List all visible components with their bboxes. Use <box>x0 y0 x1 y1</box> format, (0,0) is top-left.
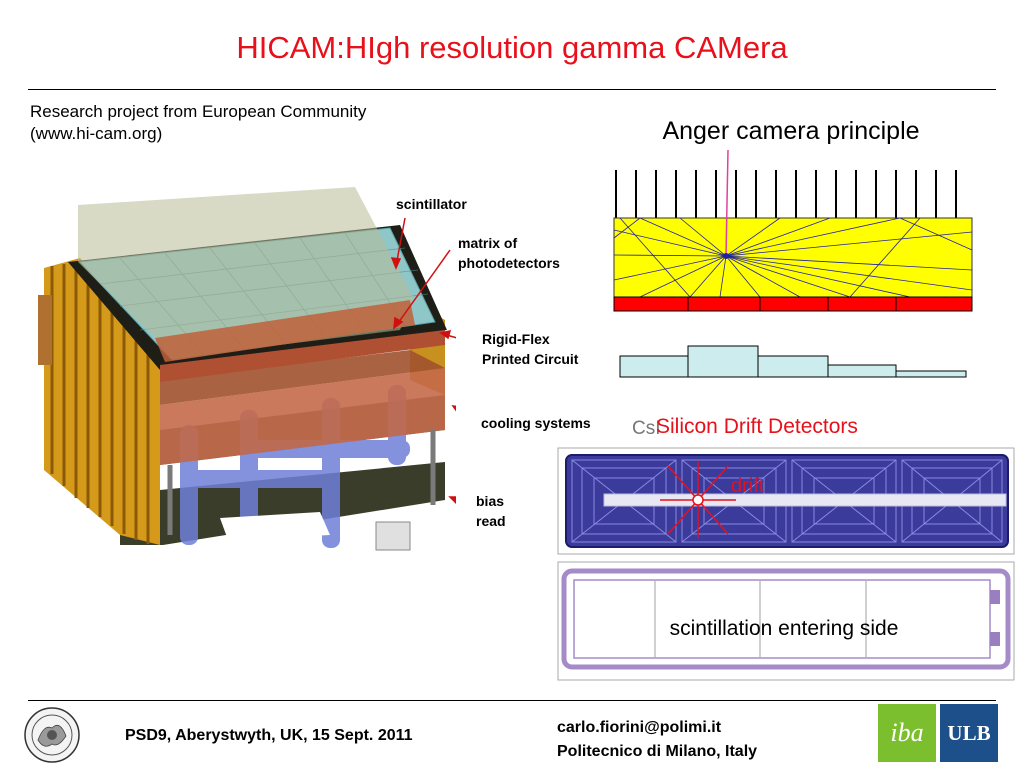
rigid-flex-board <box>160 330 445 382</box>
camera-base-shadow <box>120 462 445 545</box>
polimi-seal-icon <box>24 707 80 763</box>
anger-title: Anger camera principle <box>662 117 920 145</box>
gamma-ray <box>725 149 729 257</box>
collimator <box>615 170 957 218</box>
label-flex-line-2: Printed Circuit <box>482 351 579 367</box>
signal-histogram <box>619 345 967 378</box>
support-rods <box>167 430 436 535</box>
sdd-ghost-label: CsI <box>632 418 661 439</box>
top-divider <box>28 89 996 90</box>
label-matrix: matrix of photodetectors <box>458 233 560 273</box>
connector <box>375 521 411 551</box>
label-matrix-line-2: photodetectors <box>458 255 560 271</box>
slide-title: HICAM:HIgh resolution gamma CAMera <box>236 30 788 65</box>
photodetector-row <box>613 296 973 312</box>
readout-strip <box>603 493 1007 507</box>
anode-icon <box>692 494 704 506</box>
contact-email: carlo.fiorini@polimi.it <box>557 719 722 736</box>
scintillation-side-label: scintillation entering side <box>669 617 899 640</box>
ulb-logo: ULB <box>940 704 998 762</box>
annotation-arrows <box>390 217 456 505</box>
sdd-title: Silicon Drift Detectors <box>656 415 858 438</box>
conference-info: PSD9, Aberystwyth, UK, 15 Sept. 2011 <box>125 727 413 744</box>
label-bias-line-2: read <box>476 513 506 529</box>
contact-info: carlo.fiorini@polimi.it Politecnico di M… <box>557 716 757 764</box>
drift-arrows <box>660 462 736 538</box>
label-bias-line-1: bias <box>476 493 505 509</box>
project-subtitle: Research project from European Community… <box>30 101 366 145</box>
label-matrix-line-1: matrix of <box>458 235 518 251</box>
cooling-block <box>160 368 445 465</box>
light-rays <box>613 217 973 298</box>
subtitle-line-2: (www.hi-cam.org) <box>30 124 163 143</box>
drift-label: drift <box>731 475 765 497</box>
label-flex-line-1: Rigid-Flex <box>482 331 550 347</box>
label-bias: bias read <box>476 491 508 531</box>
camera-illustration <box>38 187 456 551</box>
sdd-diagram <box>557 447 1015 681</box>
subtitle-line-1: Research project from European Community <box>30 102 367 121</box>
label-scintillator: scintillator <box>396 196 467 212</box>
bottom-divider <box>28 700 996 701</box>
label-rigid-flex: Rigid-Flex Printed Circuit <box>482 329 578 369</box>
anger-diagram <box>613 149 973 378</box>
interaction-point <box>723 253 729 259</box>
contact-affiliation: Politecnico di Milano, Italy <box>557 743 758 760</box>
iba-logo: iba <box>878 704 936 762</box>
label-cooling: cooling systems <box>481 415 591 431</box>
